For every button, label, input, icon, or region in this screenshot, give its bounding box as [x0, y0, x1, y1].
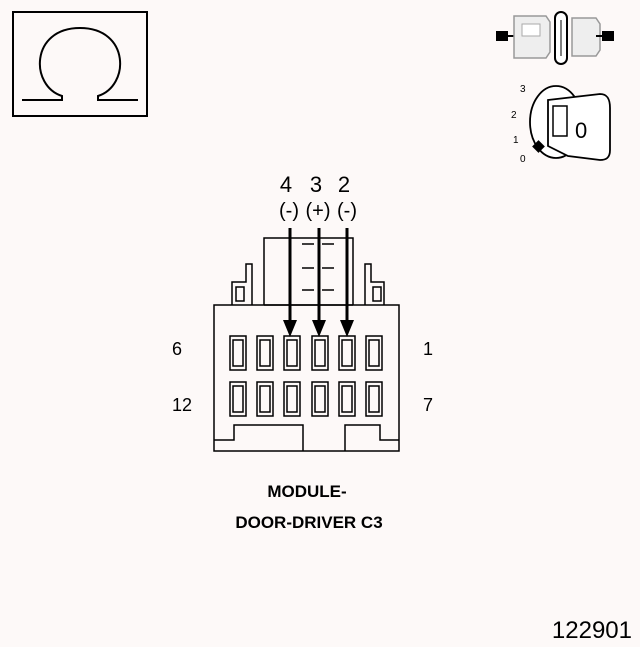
row-label-bottom-right: 7 — [423, 395, 433, 415]
probe-arrow-pin-4 — [283, 228, 297, 337]
ignition-position-3: 3 — [520, 84, 526, 95]
ignition-key-position: 0 — [575, 118, 587, 143]
cavity-row-bottom — [229, 381, 383, 417]
row-label-bottom-left: 12 — [172, 395, 192, 415]
cavity-row-top — [229, 335, 383, 371]
connector-body — [213, 237, 400, 452]
pin-4-polarity: (-) — [279, 200, 299, 222]
pin-3-number: 3 — [310, 172, 322, 197]
pin-4-number: 4 — [280, 172, 292, 197]
ignition-key-icon: 3 2 1 0 0 — [511, 84, 611, 165]
row-label-top-left: 6 — [172, 339, 182, 359]
row-label-top-right: 1 — [423, 339, 433, 359]
caption-line-2: DOOR-DRIVER C3 — [235, 513, 382, 532]
caption-line-1: MODULE- — [267, 482, 346, 501]
ohmmeter-icon — [12, 11, 148, 117]
pin-2-number: 2 — [338, 172, 350, 197]
disconnected-connector-icon — [496, 11, 614, 65]
pin-3-polarity: (+) — [306, 200, 331, 222]
ignition-position-0: 0 — [520, 154, 526, 165]
probe-arrow-pin-3 — [312, 228, 326, 337]
ignition-position-2: 2 — [511, 110, 517, 121]
figure-id: 122901 — [552, 617, 632, 644]
ignition-position-1: 1 — [513, 135, 519, 146]
pin-2-polarity: (-) — [337, 200, 357, 222]
probe-arrow-pin-2 — [340, 228, 354, 337]
